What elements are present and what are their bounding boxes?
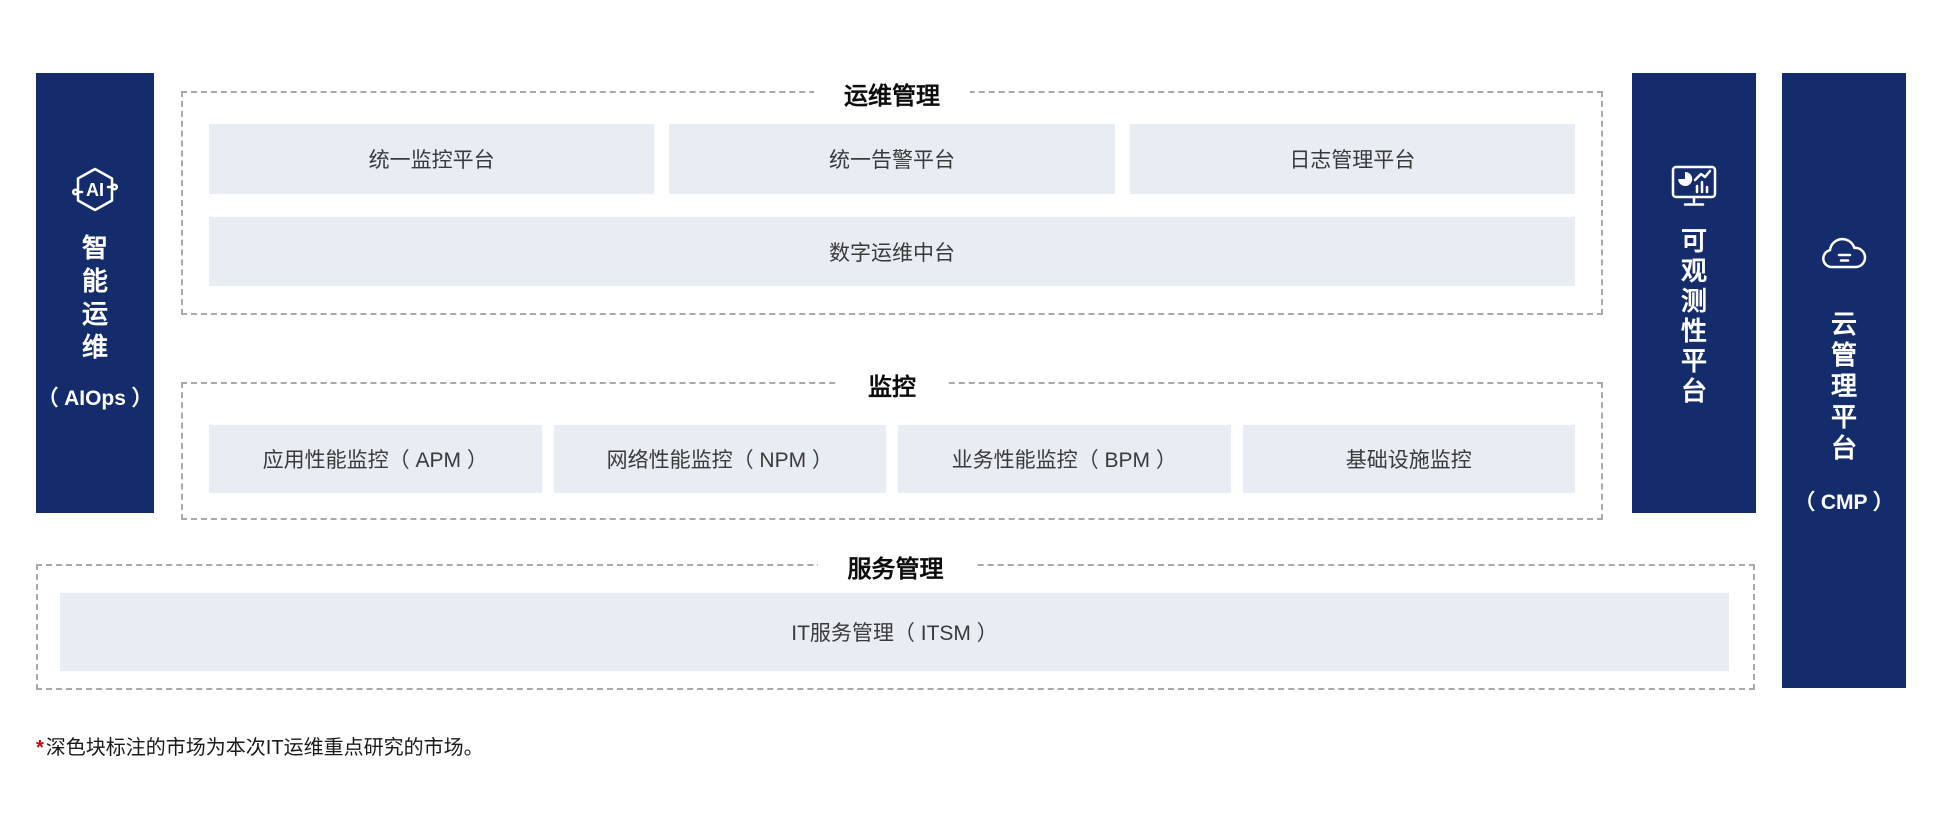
section-ops-management-title: 运维管理 [814,76,970,111]
bar-char: 可 [1680,226,1707,256]
footnote-asterisk: * [36,737,44,759]
ops-row-platforms: 统一监控平台 统一告警平台 日志管理平台 [209,124,1575,194]
section-monitoring-title: 监控 [838,367,946,402]
bar-char: 平 [1680,346,1707,376]
aiops-bar-label: 智 能 运 维 [82,232,108,364]
box-bpm: 业务性能监控（ BPM ） [898,425,1231,493]
svg-text:AI: AI [86,180,104,200]
bar-char: 能 [81,266,108,296]
cloud-icon [1819,236,1869,279]
footnote-text: 深色块标注的市场为本次IT运维重点研究的市场。 [45,737,484,759]
box-apm: 应用性能监控（ APM ） [209,425,542,493]
box-log-management-platform: 日志管理平台 [1129,124,1575,194]
bar-char: 测 [1680,286,1707,316]
bar-char: 台 [1830,433,1857,463]
observability-bar: 可 观 测 性 平 台 [1632,73,1756,513]
bar-char: 维 [81,332,108,362]
section-monitoring: 监控 应用性能监控（ APM ） 网络性能监控（ NPM ） 业务性能监控（ B… [181,367,1603,520]
section-service-management: 服务管理 IT服务管理（ ITSM ） [36,549,1755,690]
bar-char: 理 [1830,371,1857,401]
section-ops-management: 运维管理 统一监控平台 统一告警平台 日志管理平台 数字运维中台 [181,76,1603,315]
bar-char: 观 [1680,256,1707,286]
cmp-sub-label: （ CMP ） [1794,491,1894,514]
aiops-sub-label: （ AIOps ） [37,387,153,410]
cmp-bar-label: 云 管 理 平 台 [1831,309,1857,464]
box-npm: 网络性能监控（ NPM ） [553,425,886,493]
cmp-bar: 云 管 理 平 台 （ CMP ） [1782,73,1906,688]
section-service-management-title: 服务管理 [817,549,974,584]
footnote: *深色块标注的市场为本次IT运维重点研究的市场。 [36,731,484,760]
box-itsm: IT服务管理（ ITSM ） [60,593,1729,671]
bar-char: 云 [1830,309,1857,339]
observability-bar-label: 可 观 测 性 平 台 [1681,226,1707,406]
aiops-bar: AI 智 能 运 维 （ AIOps ） [36,73,154,513]
dashboard-monitor-icon [1670,165,1718,212]
ai-hexagon-icon: AI [71,165,119,224]
service-row: IT服务管理（ ITSM ） [60,593,1729,671]
bar-char: 平 [1830,402,1857,432]
bar-char: 台 [1680,376,1707,406]
box-unified-alerting-platform: 统一告警平台 [669,124,1115,194]
bar-char: 性 [1680,316,1707,346]
box-unified-monitoring-platform: 统一监控平台 [209,124,655,194]
box-digital-ops-midplatform: 数字运维中台 [209,217,1575,286]
bar-char: 智 [81,233,108,263]
box-infrastructure-monitoring: 基础设施监控 [1242,425,1575,493]
bar-char: 管 [1830,340,1857,370]
ops-row-midplatform: 数字运维中台 [209,217,1575,286]
monitoring-row: 应用性能监控（ APM ） 网络性能监控（ NPM ） 业务性能监控（ BPM … [209,425,1575,493]
bar-char: 运 [81,299,108,329]
